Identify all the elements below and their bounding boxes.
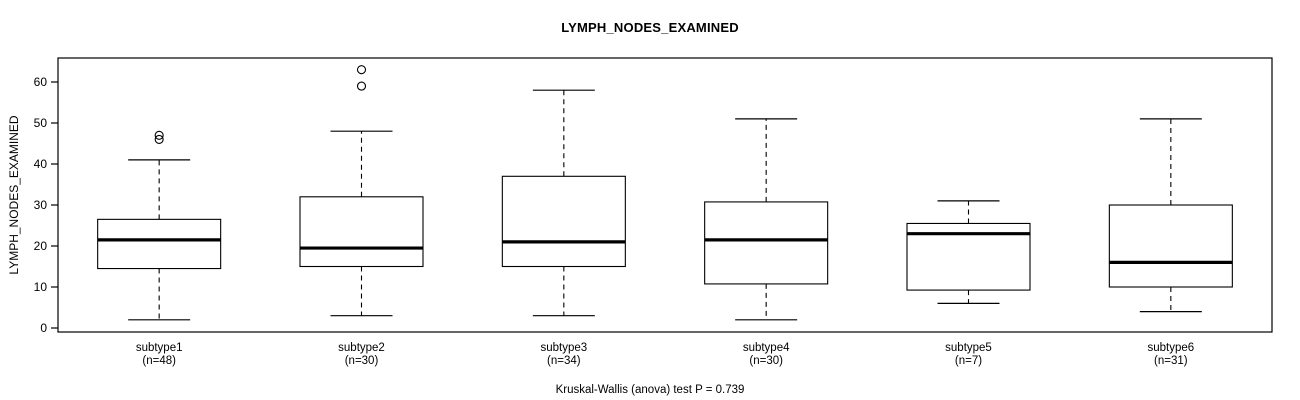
y-tick-label-30: 30 <box>34 198 48 212</box>
x-tick-count-subtype4: (n=30) <box>749 355 783 367</box>
outlier-point-0 <box>154 134 164 144</box>
y-tick-label-0: 0 <box>40 321 47 335</box>
boxplot-group-subtype3 <box>501 89 626 317</box>
x-tick-count-subtype5: (n=7) <box>955 355 982 367</box>
chart-title: LYMPH_NODES_EXAMINED <box>561 20 739 35</box>
box-iqr <box>1108 204 1233 288</box>
plot-frame <box>57 57 1273 333</box>
x-tick-label-subtype1: subtype1 <box>136 342 183 354</box>
x-tick-count-subtype2: (n=30) <box>345 355 379 367</box>
x-tick-label-subtype6: subtype6 <box>1147 342 1194 354</box>
outlier-point-1 <box>356 65 367 75</box>
x-tick-count-subtype6: (n=31) <box>1154 355 1188 367</box>
boxplot-group-subtype2 <box>299 65 424 317</box>
y-tick-label-50: 50 <box>34 116 48 130</box>
y-tick-label-40: 40 <box>34 157 48 171</box>
boxplot-group-subtype4 <box>704 118 829 321</box>
x-tick-label-subtype5: subtype5 <box>945 342 992 354</box>
boxplot-group-subtype5 <box>906 200 1031 304</box>
x-tick-count-subtype1: (n=48) <box>142 355 176 367</box>
y-tick-label-20: 20 <box>34 239 48 253</box>
y-tick-label-60: 60 <box>34 75 48 89</box>
outlier-point-1 <box>154 130 164 140</box>
box-iqr <box>704 201 829 285</box>
outlier-point-0 <box>356 81 367 91</box>
x-tick-label-subtype4: subtype4 <box>743 342 790 354</box>
x-tick-count-subtype3: (n=34) <box>547 355 581 367</box>
box-iqr <box>299 196 424 268</box>
boxplot-group-subtype1 <box>97 130 222 321</box>
y-tick-label-10: 10 <box>34 280 48 294</box>
x-tick-label-subtype3: subtype3 <box>540 342 587 354</box>
box-iqr <box>501 175 626 268</box>
boxplot-group-subtype6 <box>1108 118 1233 313</box>
box-iqr <box>97 218 222 270</box>
x-tick-label-subtype2: subtype2 <box>338 342 385 354</box>
statistical-test-caption: Kruskal-Wallis (anova) test P = 0.739 <box>555 384 745 396</box>
